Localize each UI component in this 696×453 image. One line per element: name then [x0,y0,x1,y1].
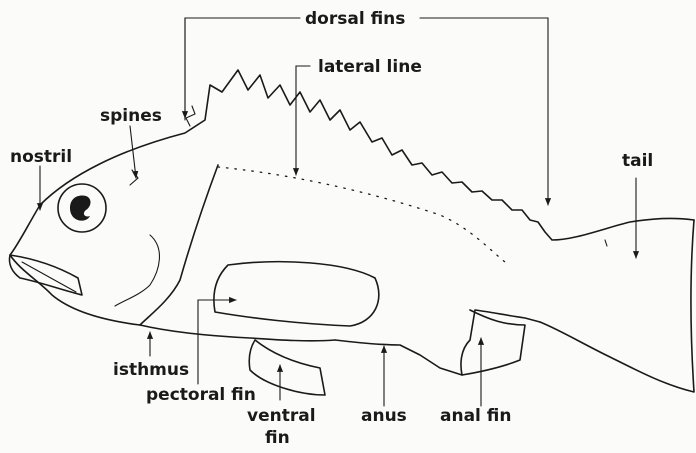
spines-pointer [130,126,136,178]
eye [58,184,106,232]
pectoral-fin-shape [214,262,379,326]
label-pectoral-fin: pectoral fin [146,385,256,405]
label-nostril: nostril [10,147,72,167]
label-anal-fin: anal fin [440,406,512,426]
label-dorsal-fins: dorsal fins [305,9,405,29]
label-ventral-fin-line1: ventral [247,406,316,426]
label-tail: tail [622,151,653,171]
label-isthmus: isthmus [113,360,189,380]
label-spines: spines [100,106,162,126]
label-lateral-line: lateral line [318,57,422,77]
ventral-fin-shape [249,340,325,395]
label-anus: anus [361,406,407,426]
label-ventral-fin-line2: fin [265,428,290,448]
dorsal-fins-bracket [185,18,548,205]
lateral-line-pointer [296,66,310,175]
anal-fin-shape [462,310,525,375]
